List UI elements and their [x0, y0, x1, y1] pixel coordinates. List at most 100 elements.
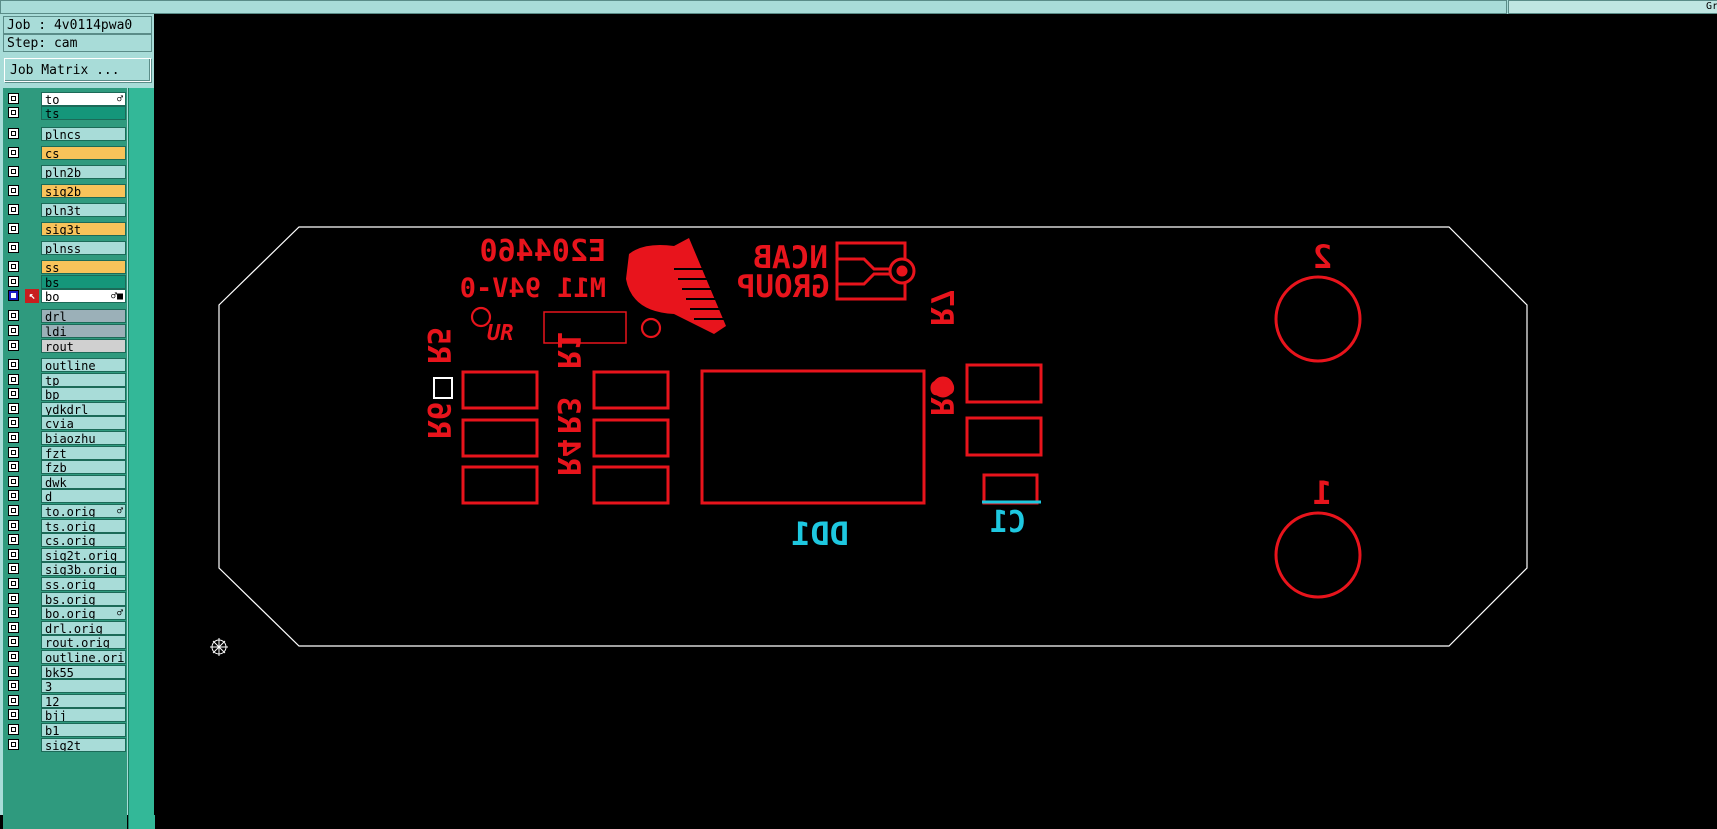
layer-row[interactable]: bo.orig♂	[3, 605, 127, 621]
layer-name[interactable]: pln2b	[41, 165, 126, 179]
layer-name[interactable]: sig3t	[41, 222, 126, 236]
layer-row[interactable]: fzt	[3, 445, 127, 461]
layer-row[interactable]: ts.orig	[3, 518, 127, 534]
layer-checkbox[interactable]	[8, 204, 19, 215]
layer-row[interactable]: to♂	[3, 91, 127, 107]
layer-name[interactable]: cvia	[41, 416, 126, 430]
layer-name[interactable]: ss	[41, 260, 126, 274]
layer-name[interactable]: cs.orig	[41, 533, 126, 547]
layer-checkbox[interactable]	[8, 403, 19, 414]
layer-name[interactable]: to♂	[41, 92, 126, 106]
layer-row[interactable]: dwk	[3, 474, 127, 490]
layer-checkbox[interactable]	[8, 520, 19, 531]
layer-row[interactable]: outline	[3, 357, 127, 373]
layer-checkbox[interactable]	[8, 359, 19, 370]
layer-row[interactable]: bs.orig	[3, 591, 127, 607]
layer-row[interactable]: ss.orig	[3, 576, 127, 592]
layer-name[interactable]: sig2t	[41, 738, 126, 752]
layer-checkbox[interactable]	[8, 93, 19, 104]
job-matrix-button[interactable]: Job Matrix ...	[4, 58, 151, 82]
layer-checkbox[interactable]	[8, 185, 19, 196]
layer-name[interactable]: bo♂■	[41, 289, 126, 303]
layer-row[interactable]: sig2b	[3, 183, 127, 199]
layer-checkbox[interactable]	[8, 340, 19, 351]
layer-row[interactable]: cs	[3, 145, 127, 161]
layer-name[interactable]: bjj	[41, 708, 126, 722]
layer-checkbox[interactable]	[8, 490, 19, 501]
layer-name[interactable]: ldi	[41, 324, 126, 338]
layer-row[interactable]: rout	[3, 338, 127, 354]
layer-row[interactable]: fzb	[3, 459, 127, 475]
layer-checkbox[interactable]	[8, 166, 19, 177]
layer-row[interactable]: plncs	[3, 126, 127, 142]
layer-name[interactable]: ts.orig	[41, 519, 126, 533]
layer-checkbox[interactable]	[8, 374, 19, 385]
layer-checkbox[interactable]	[8, 261, 19, 272]
layer-row[interactable]: rout.orig	[3, 634, 127, 650]
layer-checkbox[interactable]	[8, 147, 19, 158]
layer-row[interactable]: drl	[3, 308, 127, 324]
layer-name[interactable]: drl.orig	[41, 621, 126, 635]
layer-checkbox[interactable]	[8, 534, 19, 545]
layer-row[interactable]: 12	[3, 693, 127, 709]
layer-checkbox[interactable]	[8, 223, 19, 234]
layer-checkbox[interactable]	[8, 680, 19, 691]
layer-checkbox[interactable]	[8, 695, 19, 706]
layer-checkbox[interactable]	[8, 432, 19, 443]
layer-row[interactable]: pln2b	[3, 164, 127, 180]
layer-name[interactable]: d	[41, 489, 126, 503]
layer-checkbox[interactable]	[8, 461, 19, 472]
layer-row[interactable]: ss	[3, 259, 127, 275]
layer-checkbox[interactable]	[8, 107, 19, 118]
layer-checkbox[interactable]	[8, 709, 19, 720]
layer-checkbox[interactable]	[8, 242, 19, 253]
layer-name[interactable]: plncs	[41, 127, 126, 141]
layer-row[interactable]: drl.orig	[3, 620, 127, 636]
layer-checkbox[interactable]	[8, 636, 19, 647]
layer-row[interactable]: bs	[3, 274, 127, 290]
layer-name[interactable]: sig2b	[41, 184, 126, 198]
layer-row[interactable]: sig2t	[3, 737, 127, 753]
layer-name[interactable]: rout	[41, 339, 126, 353]
layer-checkbox[interactable]	[8, 724, 19, 735]
layer-name[interactable]: fzt	[41, 446, 126, 460]
layer-name[interactable]: rout.orig	[41, 635, 126, 649]
layer-row[interactable]: cs.orig	[3, 532, 127, 548]
layer-row[interactable]: d	[3, 488, 127, 504]
layer-name[interactable]: outline	[41, 358, 126, 372]
layer-checkbox[interactable]	[8, 128, 19, 139]
layer-name[interactable]: bs	[41, 275, 126, 289]
layer-checkbox[interactable]	[8, 447, 19, 458]
layer-checkbox[interactable]	[8, 290, 19, 301]
layer-row[interactable]: ↖bo♂■	[3, 288, 127, 304]
pcb-view[interactable]: E204460 M11 94V-0 NCAB GROUP UR	[154, 14, 1717, 815]
layer-checkbox[interactable]	[8, 505, 19, 516]
layer-name[interactable]: bp	[41, 387, 126, 401]
layer-checkbox[interactable]	[8, 593, 19, 604]
layer-checkbox[interactable]	[8, 276, 19, 287]
layer-name[interactable]: plnss	[41, 241, 126, 255]
layer-row[interactable]: ts	[3, 105, 127, 121]
layer-row[interactable]: bp	[3, 386, 127, 402]
layer-name[interactable]: sig2t.orig	[41, 548, 126, 562]
layer-name[interactable]: drl	[41, 309, 126, 323]
layer-checkbox[interactable]	[8, 739, 19, 750]
layer-name[interactable]: sig3b.orig	[41, 562, 126, 576]
layer-checkbox[interactable]	[8, 651, 19, 662]
layer-name[interactable]: bo.orig♂	[41, 606, 126, 620]
layer-name[interactable]: bs.orig	[41, 592, 126, 606]
layer-checkbox[interactable]	[8, 325, 19, 336]
layer-row[interactable]: ldi	[3, 323, 127, 339]
layer-checkbox[interactable]	[8, 578, 19, 589]
layer-row[interactable]: plnss	[3, 240, 127, 256]
layer-row[interactable]: sig3t	[3, 221, 127, 237]
layer-row[interactable]: sig3b.orig	[3, 561, 127, 577]
layer-checkbox[interactable]	[8, 622, 19, 633]
layer-row[interactable]: pln3t	[3, 202, 127, 218]
layer-row[interactable]: bjj	[3, 707, 127, 723]
layer-name[interactable]: ss.orig	[41, 577, 126, 591]
layer-row[interactable]: sig2t.orig	[3, 547, 127, 563]
layer-list-scrollbar[interactable]	[128, 88, 155, 829]
layer-name[interactable]: 3	[41, 679, 126, 693]
layer-checkbox[interactable]	[8, 310, 19, 321]
